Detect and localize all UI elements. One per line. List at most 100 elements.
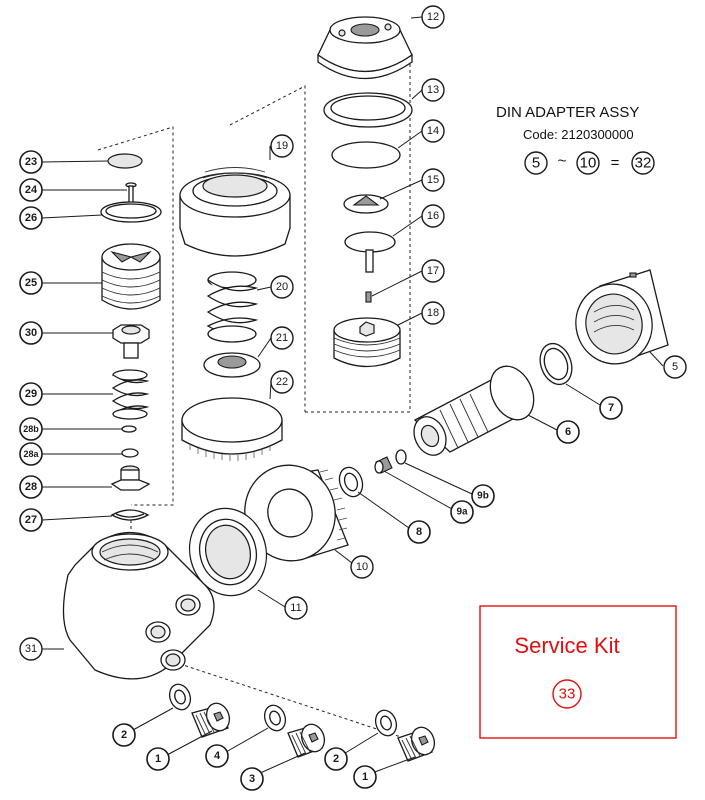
svg-text:3: 3 bbox=[249, 773, 255, 785]
svg-text:10: 10 bbox=[356, 561, 368, 573]
part-9b-oring bbox=[395, 449, 407, 465]
part-19-bonnet bbox=[179, 167, 291, 257]
svg-text:20: 20 bbox=[276, 281, 288, 293]
callout-31: 31 bbox=[19, 637, 43, 661]
svg-text:13: 13 bbox=[427, 84, 439, 96]
service-kit-circle bbox=[552, 679, 582, 709]
svg-text:15: 15 bbox=[427, 174, 439, 186]
service-kit-box: Service Kit 33 bbox=[479, 605, 677, 739]
callout-2-right: 2 bbox=[324, 747, 348, 771]
part-12-cap bbox=[317, 16, 413, 80]
part-22-filter bbox=[181, 397, 283, 461]
kit-equation: 5 ~ 10 = 32 bbox=[524, 151, 655, 175]
svg-text:31: 31 bbox=[25, 643, 37, 655]
svg-text:28a: 28a bbox=[23, 449, 39, 459]
svg-text:27: 27 bbox=[25, 514, 37, 526]
part-28-poppet bbox=[110, 465, 151, 491]
equation-result: 32 bbox=[635, 155, 652, 172]
callout-18: 18 bbox=[421, 301, 445, 325]
part-9a-filter bbox=[374, 456, 393, 474]
callout-19: 19 bbox=[270, 134, 294, 158]
callout-24: 24 bbox=[19, 178, 43, 202]
part-1b-plug bbox=[397, 726, 436, 762]
svg-text:30: 30 bbox=[25, 327, 37, 339]
part-3-plug bbox=[287, 723, 326, 758]
part-28b-oring bbox=[121, 425, 137, 433]
svg-text:6: 6 bbox=[565, 426, 571, 438]
part-29-spring bbox=[111, 369, 150, 420]
assembly-title: DIN ADAPTER ASSY bbox=[496, 104, 639, 121]
part-6-din-connector bbox=[413, 365, 535, 456]
callout-3: 3 bbox=[240, 767, 264, 791]
part-18-plug bbox=[333, 317, 401, 368]
part-8-oring bbox=[338, 466, 364, 498]
svg-text:12: 12 bbox=[427, 11, 439, 23]
callout-20: 20 bbox=[270, 275, 294, 299]
callout-23: 23 bbox=[19, 150, 43, 174]
callout-17: 17 bbox=[421, 259, 445, 283]
part-2a-oring bbox=[168, 683, 192, 711]
callout-26: 26 bbox=[19, 206, 43, 230]
equation-from: 5 bbox=[532, 155, 540, 172]
part-30-hex-nut bbox=[112, 324, 150, 359]
callout-14: 14 bbox=[421, 119, 445, 143]
part-4-oring bbox=[263, 704, 287, 732]
callout-10: 10 bbox=[350, 555, 374, 579]
part-7-oring bbox=[539, 342, 573, 386]
service-kit-number: 33 bbox=[559, 686, 576, 703]
callout-1-right: 1 bbox=[353, 765, 377, 789]
part-2b-oring bbox=[374, 709, 398, 737]
part-14-disc bbox=[331, 141, 401, 169]
svg-text:26: 26 bbox=[25, 212, 37, 224]
part-21-washer bbox=[203, 352, 261, 378]
equation-tilde: ~ bbox=[558, 153, 567, 170]
callout-8: 8 bbox=[407, 520, 431, 544]
svg-text:28b: 28b bbox=[23, 424, 39, 434]
leader-lines bbox=[41, 16, 664, 775]
svg-text:9b: 9b bbox=[477, 491, 489, 502]
part-26-oring bbox=[100, 201, 162, 223]
svg-text:24: 24 bbox=[25, 184, 38, 196]
equation-circle-32 bbox=[631, 151, 655, 175]
part-17-pin bbox=[365, 291, 372, 303]
svg-text:8: 8 bbox=[416, 526, 422, 538]
callout-15: 15 bbox=[421, 168, 445, 192]
svg-text:9a: 9a bbox=[456, 507, 468, 518]
callout-6: 6 bbox=[556, 420, 580, 444]
callout-2-left: 2 bbox=[112, 723, 136, 747]
part-16-seat bbox=[344, 231, 396, 273]
part-25-carrier bbox=[101, 243, 161, 310]
assembly-code: Code: 2120300000 bbox=[523, 127, 634, 142]
part-15-filter bbox=[343, 194, 389, 214]
svg-text:19: 19 bbox=[276, 140, 288, 152]
callout-9a: 9a bbox=[450, 500, 474, 524]
equation-circle-5 bbox=[524, 151, 548, 175]
part-28a-oring bbox=[121, 448, 139, 458]
callout-30: 30 bbox=[19, 321, 43, 345]
svg-text:22: 22 bbox=[276, 376, 288, 388]
svg-text:7: 7 bbox=[608, 402, 614, 414]
part-5-din-wheel bbox=[575, 269, 669, 365]
callout-28: 28 bbox=[19, 475, 43, 499]
equation-equals: = bbox=[611, 155, 620, 172]
service-kit-label: Service Kit bbox=[514, 633, 619, 658]
part-11-ring bbox=[188, 507, 268, 597]
svg-text:5: 5 bbox=[672, 361, 678, 373]
callout-21: 21 bbox=[270, 326, 294, 350]
svg-text:4: 4 bbox=[214, 750, 221, 762]
callout-9b: 9b bbox=[471, 484, 495, 508]
part-27-circlip bbox=[110, 509, 150, 521]
callout-1-left: 1 bbox=[146, 747, 170, 771]
part-1a-plug bbox=[191, 702, 231, 738]
svg-text:28: 28 bbox=[25, 481, 37, 493]
svg-text:23: 23 bbox=[25, 156, 37, 168]
callout-11: 11 bbox=[284, 596, 308, 620]
part-13-ring bbox=[323, 92, 413, 128]
svg-text:16: 16 bbox=[427, 210, 439, 222]
part-23-cap bbox=[107, 153, 143, 169]
callout-4: 4 bbox=[205, 744, 229, 768]
part-31-valve-body bbox=[62, 532, 215, 680]
equation-to: 10 bbox=[580, 155, 597, 172]
svg-text:1: 1 bbox=[155, 753, 161, 765]
